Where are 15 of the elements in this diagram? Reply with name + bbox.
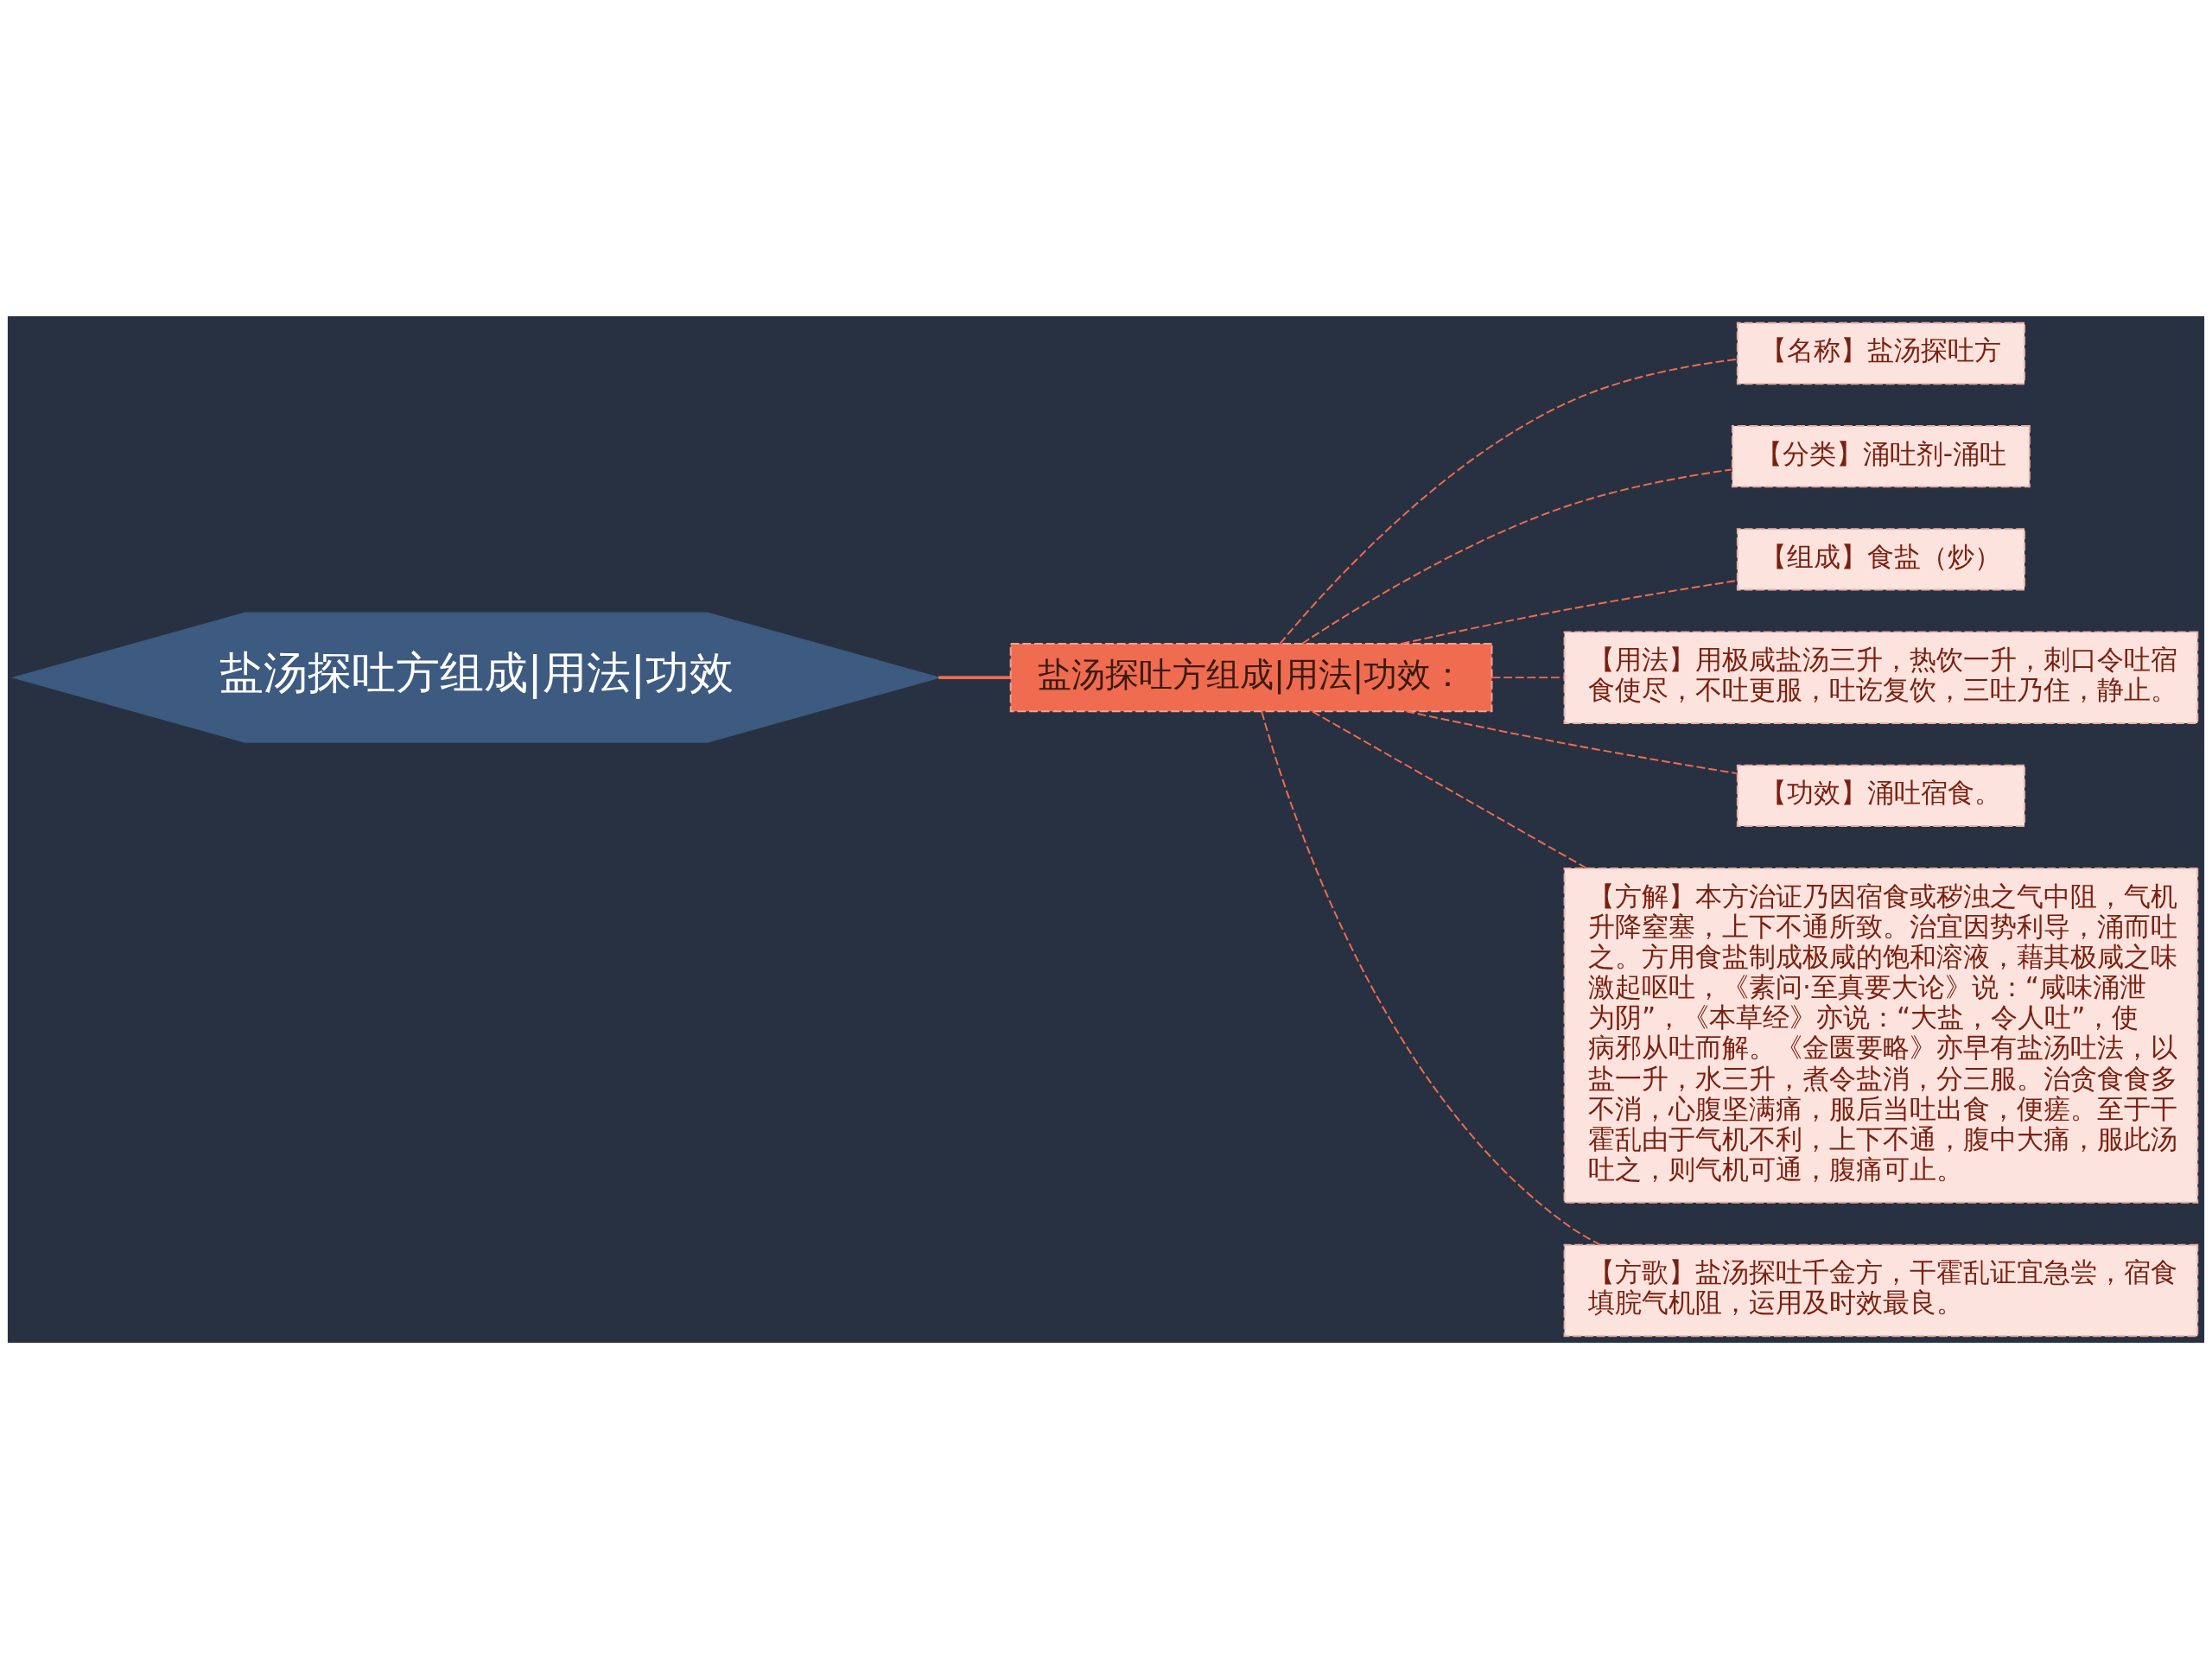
node-box: 【方歌】盐汤探吐千金方，干霍乱证宜急尝，宿食填脘气机阻，运用及时效最良。 [1563,1243,2199,1338]
connector [1405,710,1738,775]
connector [1491,677,1566,679]
node-box: 【方解】本方治证乃因宿食或秽浊之气中阻，气机升降窒塞，上下不通所致。治宜因势利导，涌而吐之。方用食盐制成极咸的饱和溶液，藉其极咸之味激起呕吐，《素问·至真要大论》说：“咸味涌泄为阴”，《本草经》亦说：“大盐，令人吐”，使病邪从吐而解。《金匮要略》亦早有盐汤吐法，以盐一升，水三升，煮令盐消，分三服。治贪食食多不消，心腹坚满痛，服后当吐出食，便瘥。至于干霍乱由于气机不利，上下不通，腹中大痛，服此汤吐之，则气机可通，腹痛可止。 [1563,867,2199,1204]
connector [1261,710,1601,1246]
node-box: 【组成】食盐（炒） [1736,528,2025,591]
node-box: 【名称】盐汤探吐方 [1736,321,2025,385]
connector [1301,468,1733,645]
connector [938,676,1011,680]
node-box: 【分类】涌吐剂-涌吐 [1732,425,2031,488]
connector [1311,710,1588,869]
connector [1279,358,1738,645]
node-box: 盐汤探吐方组成|用法|功效： [1009,643,1493,713]
node-box: 【用法】用极咸盐汤三升，热饮一升，刺口令吐宿食使尽，不吐更服，吐讫复饮，三吐乃住，静止。 [1563,631,2199,724]
node-box: 【功效】涌吐宿食。 [1736,764,2025,828]
